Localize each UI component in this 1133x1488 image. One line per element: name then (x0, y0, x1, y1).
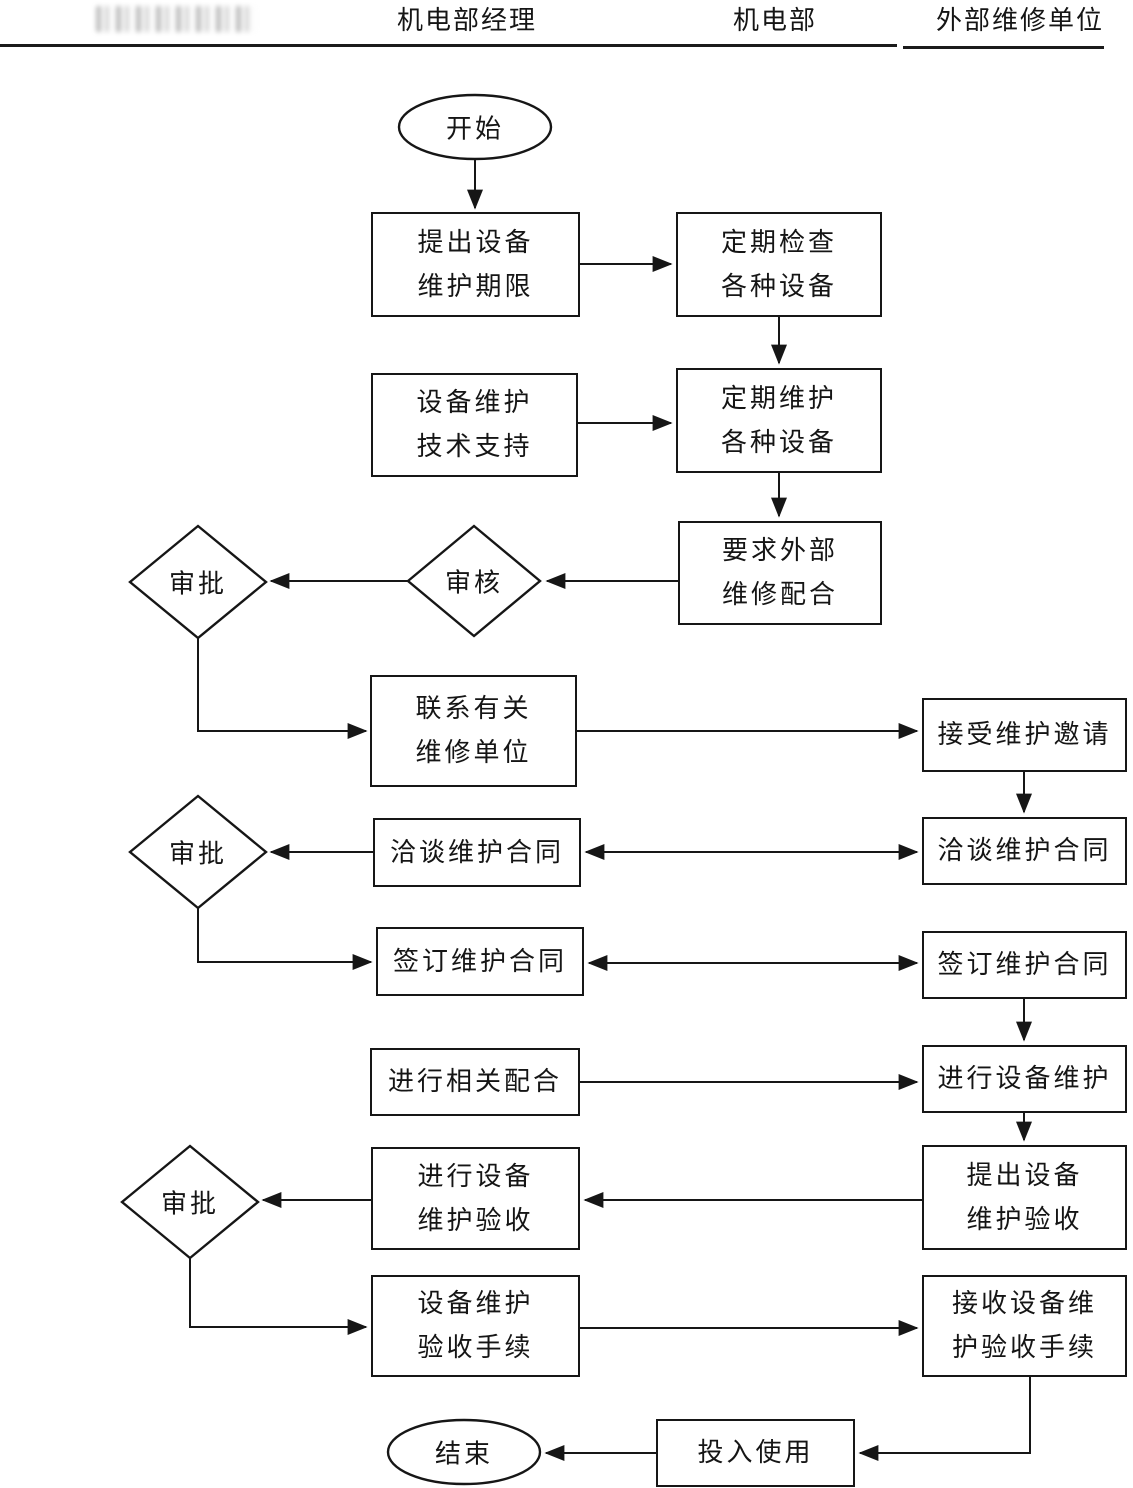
node-periodic-check-equipment: 定期检查 各种设备 (676, 212, 882, 317)
approve-decision-2 (128, 794, 268, 910)
node-put-into-use: 投入使用 (656, 1419, 855, 1487)
approve2-label: 审批 (168, 839, 228, 870)
end-label: 结束 (434, 1439, 494, 1470)
node-receive-acceptance-formalities: 接收设备维 护验收手续 (922, 1275, 1127, 1377)
node-propose-maintenance-period: 提出设备 维护期限 (371, 212, 580, 317)
node-perform-equipment-maintenance: 进行设备维护 (922, 1045, 1127, 1113)
review-decision (406, 524, 542, 638)
node-sign-contract-mid: 签订维护合同 (376, 927, 584, 996)
node-negotiate-contract-mid: 洽谈维护合同 (373, 818, 581, 887)
review-label: 审核 (444, 568, 504, 599)
lane-header-illegible (96, 6, 256, 32)
approve3-label: 审批 (160, 1189, 220, 1220)
node-maintenance-tech-support: 设备维护 技术支持 (371, 373, 578, 477)
lane-header-external-unit: 外部维修单位 (935, 5, 1104, 36)
node-related-cooperation: 进行相关配合 (370, 1048, 580, 1116)
end-terminator (386, 1418, 542, 1486)
approve-decision-1 (128, 524, 268, 640)
header-rule-left (0, 44, 897, 47)
node-acceptance-formalities: 设备维护 验收手续 (371, 1275, 580, 1377)
node-contact-repair-units: 联系有关 维修单位 (370, 675, 577, 787)
lane-header-mechanical-dept: 机电部 (732, 5, 817, 36)
approve-decision-3 (120, 1144, 260, 1260)
node-sign-contract-right: 签订维护合同 (922, 931, 1127, 999)
node-propose-acceptance-check: 提出设备 维护验收 (922, 1145, 1127, 1250)
approve1-label: 审批 (168, 569, 228, 600)
node-negotiate-contract-right: 洽谈维护合同 (922, 817, 1127, 885)
node-request-external-cooperation: 要求外部 维修配合 (678, 521, 882, 625)
node-perform-acceptance-check: 进行设备 维护验收 (371, 1147, 580, 1250)
start-label: 开始 (445, 114, 505, 145)
lane-header-manager: 机电部经理 (396, 5, 537, 36)
node-periodic-maintain-equipment: 定期维护 各种设备 (676, 368, 882, 473)
start-terminator (397, 93, 553, 161)
node-accept-maintenance-invite: 接受维护邀请 (922, 698, 1127, 772)
header-rule-right (903, 46, 1104, 49)
